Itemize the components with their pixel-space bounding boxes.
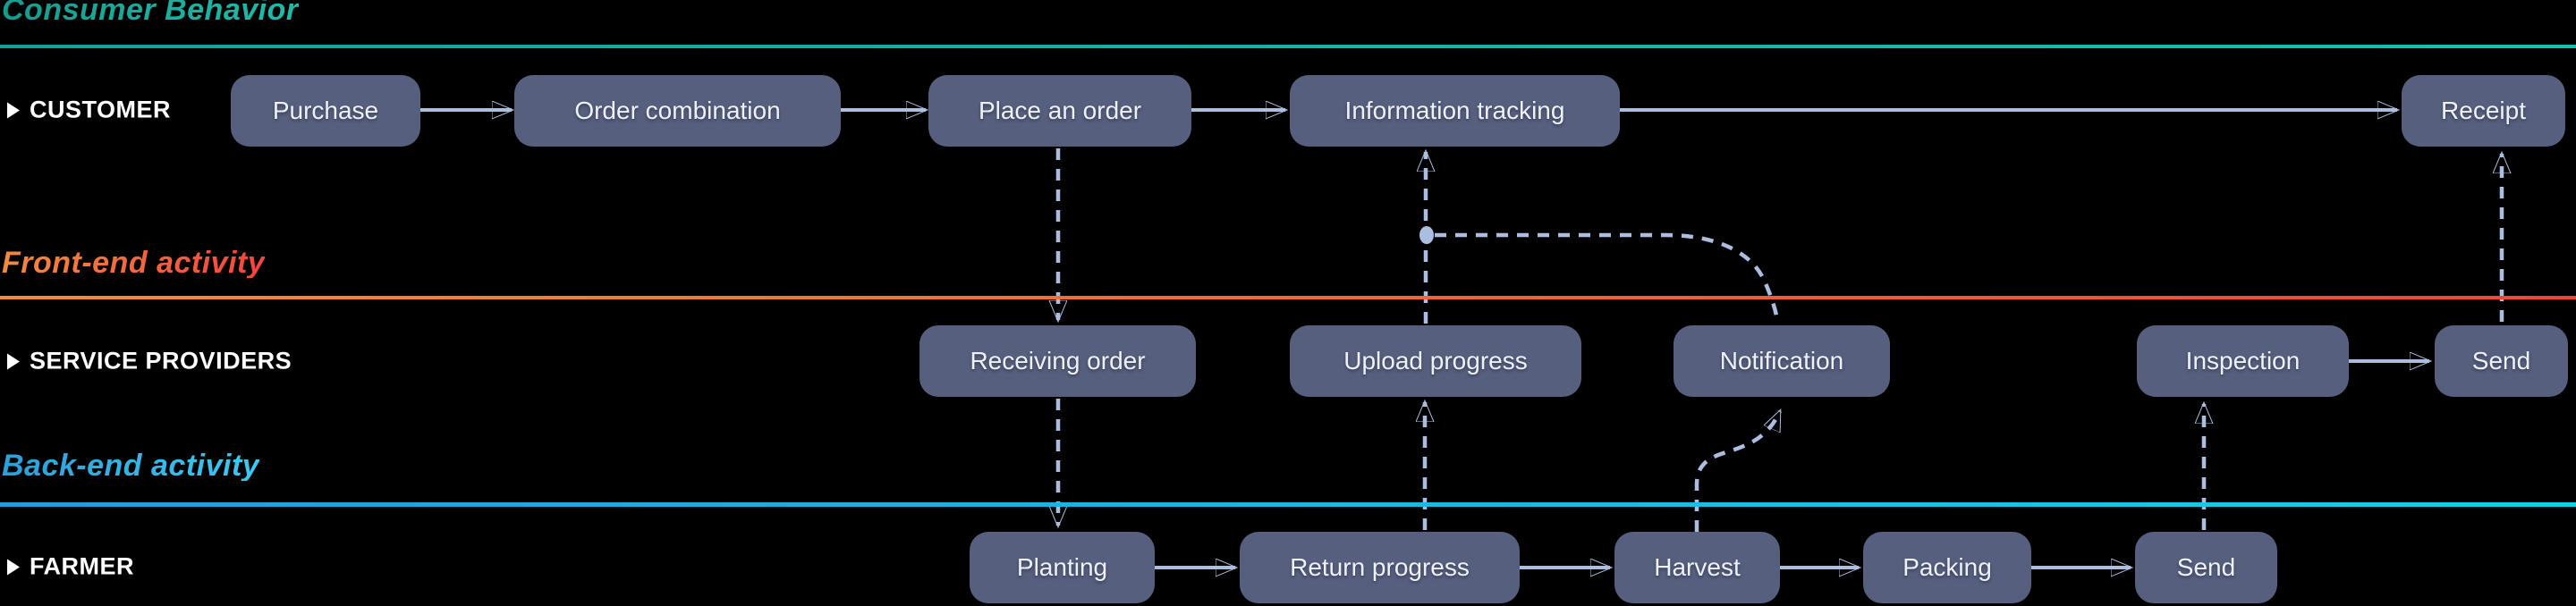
node-receiving-order: Receiving order (919, 325, 1196, 397)
triangle-bullet-icon (7, 353, 20, 369)
lane-label-text: SERVICE PROVIDERS (30, 347, 292, 375)
node-planting: Planting (970, 532, 1155, 603)
node-send-farmer: Send (2135, 532, 2277, 603)
node-upload-progress: Upload progress (1290, 325, 1581, 397)
node-notification: Notification (1674, 325, 1890, 397)
dashed-branch-notification-to-junction (1435, 232, 1780, 323)
node-inspection: Inspection (2137, 325, 2349, 397)
node-send-service: Send (2435, 325, 2568, 397)
node-place-an-order: Place an order (928, 75, 1191, 147)
lane-label-text: FARMER (30, 552, 134, 580)
lane-label-customer: CUSTOMER (7, 97, 171, 124)
triangle-bullet-icon (7, 102, 20, 118)
node-receipt: Receipt (2402, 75, 2565, 147)
consumer-behavior-line (0, 45, 2576, 48)
back-end-activity-line (0, 502, 2576, 507)
node-order-combination: Order combination (514, 75, 841, 147)
triangle-bullet-icon (7, 559, 20, 575)
node-purchase: Purchase (231, 75, 420, 147)
junction-dot (1419, 226, 1434, 244)
lane-label-farmer: FARMER (7, 553, 134, 581)
node-packing: Packing (1863, 532, 2031, 603)
section-title-front-end-activity: Front-end activity (2, 246, 266, 280)
dashed-arrow-harvest-to-notification (1694, 411, 1783, 532)
section-title-consumer-behavior: Consumer Behavior (2, 0, 299, 25)
node-information-tracking: Information tracking (1290, 75, 1620, 147)
lane-label-text: CUSTOMER (30, 96, 172, 123)
front-end-activity-line (0, 296, 2576, 299)
node-harvest: Harvest (1614, 532, 1780, 603)
lane-label-service-providers: SERVICE PROVIDERS (7, 348, 292, 375)
section-title-back-end-activity: Back-end activity (2, 449, 260, 483)
node-return-progress: Return progress (1240, 532, 1520, 603)
